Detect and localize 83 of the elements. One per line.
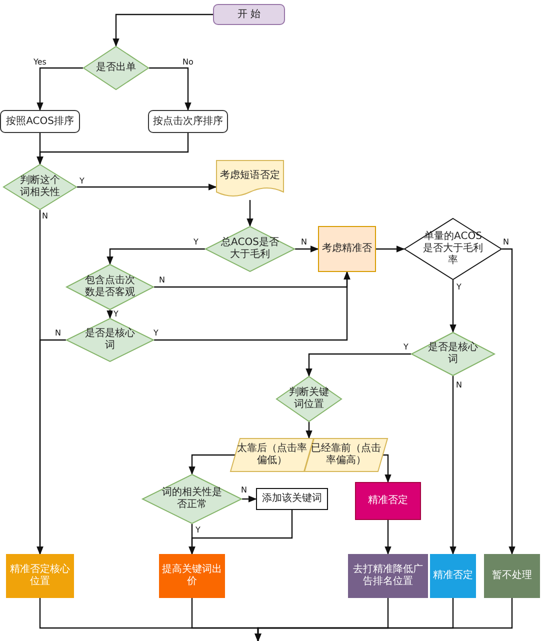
node-text: 是否出单 — [96, 62, 136, 74]
arrow — [149, 67, 192, 111]
node-text: 判断这个词相关性 — [18, 175, 61, 199]
decision-diamond — [142, 474, 242, 524]
node-text: 精准否定核心位置 — [9, 564, 71, 588]
arrow — [36, 67, 83, 111]
decision-diamond — [411, 332, 495, 376]
process-box — [348, 554, 428, 598]
node-text: 太靠后（点击率偏低） — [236, 443, 308, 467]
arrow — [36, 133, 189, 165]
arrow — [450, 280, 456, 333]
edge-label: Y — [192, 238, 200, 246]
edge-label: Y — [194, 526, 202, 534]
node-text: 词的相关性是否正常 — [161, 487, 223, 511]
process-box — [355, 482, 421, 520]
process-box — [256, 488, 328, 510]
decision-diamond — [3, 164, 77, 210]
edge-label: N — [54, 328, 62, 338]
decision-diamond — [276, 376, 342, 422]
decision-diamond — [83, 46, 149, 90]
arrow — [254, 598, 513, 641]
node-text: 是否是核心词 — [84, 328, 136, 352]
process-box — [148, 110, 228, 133]
arrow — [106, 248, 205, 265]
arrow — [242, 496, 257, 502]
process-box — [318, 226, 376, 272]
process-box — [6, 554, 74, 598]
node-text: 包含点击次数是否客观 — [84, 275, 136, 299]
node-text: 精准否定 — [368, 495, 408, 507]
node-text: 提高关键词出价 — [162, 564, 222, 588]
edge-label: Y — [78, 176, 86, 186]
node-text: 单量的ACOS是否大于毛利率 — [422, 231, 484, 267]
arrow — [188, 510, 293, 555]
arrow — [77, 184, 217, 190]
edge-label: N — [41, 212, 49, 220]
arrow — [188, 454, 235, 475]
edge-label: No — [182, 58, 194, 66]
process-box — [213, 4, 285, 25]
edge-label: Y — [402, 342, 410, 352]
arrow — [106, 310, 114, 319]
node-text: 暂不处理 — [492, 570, 532, 582]
edge-label: Y — [112, 310, 120, 318]
process-box — [484, 554, 540, 598]
arrow — [306, 353, 411, 377]
decision-diamond — [205, 226, 295, 272]
node-text: 添加该关键词 — [262, 493, 322, 505]
node-text: 考虑短语否定 — [220, 170, 280, 182]
node-text: 是否是核心词 — [427, 342, 479, 366]
node-text: 按点击次序排序 — [153, 116, 223, 128]
arrow — [384, 520, 392, 555]
process-box — [159, 554, 225, 598]
node-text: 去打精准降低广告排名位置 — [352, 564, 424, 588]
arrow — [502, 248, 516, 555]
node-text: 已经靠前（点击率偏高） — [310, 443, 382, 467]
node-text: 开 始 — [237, 8, 261, 20]
process-box — [430, 554, 476, 598]
arrow — [376, 246, 405, 252]
arrow — [383, 454, 392, 483]
arrow — [295, 246, 319, 252]
edge-label: N — [502, 238, 510, 246]
edge-label: N — [240, 486, 248, 494]
edge-label: N — [158, 276, 166, 284]
edge-label: N — [455, 380, 463, 390]
arrow — [306, 422, 312, 439]
edge-label: Y — [152, 328, 160, 338]
node-text: 考虑精准否 — [322, 243, 372, 255]
arrow — [450, 376, 456, 555]
edge-label: N — [300, 238, 308, 246]
node-text: 判断关键词位置 — [288, 387, 330, 411]
arrow — [112, 14, 213, 47]
edge-label: Y — [456, 282, 462, 292]
node-text: 总ACOS是否大于毛利 — [220, 237, 280, 261]
process-box — [0, 110, 80, 133]
node-text: 按照ACOS排序 — [6, 116, 74, 128]
decision-diamond — [66, 264, 154, 310]
arrow — [36, 339, 66, 555]
data-parallelogram — [230, 438, 314, 472]
arrow — [154, 271, 350, 341]
arrow — [246, 200, 254, 227]
edge-label: Yes — [32, 58, 48, 66]
node-text: 精准否定 — [433, 570, 473, 582]
decision-diamond — [66, 318, 154, 362]
decision-diamond — [404, 218, 502, 280]
